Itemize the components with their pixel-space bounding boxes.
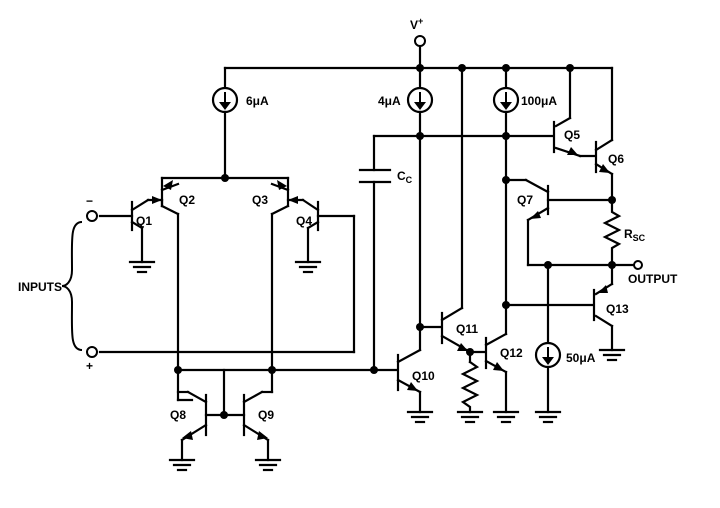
plus-sign: + bbox=[86, 359, 93, 373]
junction bbox=[220, 411, 228, 419]
transistor-label-q1: Q1 bbox=[136, 214, 152, 228]
transistor-label-q10: Q10 bbox=[412, 369, 435, 383]
vplus-label: V+ bbox=[410, 16, 423, 32]
q13-emitter-arrow bbox=[598, 285, 608, 293]
junction bbox=[544, 261, 552, 269]
junction bbox=[502, 301, 510, 309]
junction bbox=[416, 64, 424, 72]
label-4ua: 4μA bbox=[378, 94, 401, 108]
ground-q10 bbox=[406, 410, 434, 424]
transistor-label-q3: Q3 bbox=[252, 193, 268, 207]
gain-stage bbox=[372, 66, 508, 414]
junction bbox=[608, 261, 616, 269]
ground-q9 bbox=[254, 458, 282, 472]
inputs-label: INPUTS bbox=[18, 280, 62, 294]
output-label: OUTPUT bbox=[628, 272, 678, 286]
diff-pair-wiring bbox=[98, 176, 356, 372]
label-6ua: 6μA bbox=[246, 94, 269, 108]
junction bbox=[416, 132, 424, 140]
current-source-50ua bbox=[534, 263, 562, 414]
minus-sign: − bbox=[86, 194, 93, 208]
transistor-label-q13: Q13 bbox=[606, 302, 629, 316]
ground-q13 bbox=[598, 348, 626, 362]
junction bbox=[416, 323, 424, 331]
q2-emitter-arrow bbox=[163, 180, 173, 190]
junction bbox=[174, 366, 182, 374]
ground-q4 bbox=[294, 260, 322, 274]
junction bbox=[458, 64, 466, 72]
q6-emitter-arrow bbox=[599, 164, 610, 173]
q11-emitter-arrow bbox=[457, 343, 468, 351]
junction bbox=[268, 366, 276, 374]
transistor-label-q7: Q7 bbox=[517, 193, 533, 207]
junction bbox=[466, 348, 474, 356]
junction bbox=[502, 64, 510, 72]
transistor-label-q6: Q6 bbox=[608, 152, 624, 166]
q8-emitter-arrow bbox=[182, 431, 193, 440]
inverting-input-terminal[interactable] bbox=[86, 210, 98, 222]
transistor-label-q5: Q5 bbox=[564, 128, 580, 142]
noninverting-input-terminal[interactable] bbox=[86, 346, 98, 358]
junction bbox=[608, 196, 616, 204]
cc-label: CC bbox=[397, 169, 413, 185]
ground-resistor bbox=[456, 410, 484, 424]
output-terminal[interactable] bbox=[633, 260, 643, 270]
transistor-label-q9: Q9 bbox=[258, 408, 274, 422]
q4-emitter-arrow bbox=[288, 196, 298, 204]
current-source-6ua bbox=[211, 66, 239, 180]
q3-emitter-arrow bbox=[277, 180, 287, 190]
junction bbox=[502, 176, 510, 184]
compensation-capacitor bbox=[358, 134, 508, 372]
transistor-label-q4: Q4 bbox=[296, 214, 312, 228]
q9-emitter-arrow bbox=[257, 431, 268, 440]
current-source-100ua bbox=[492, 66, 520, 307]
q5-emitter-arrow bbox=[567, 147, 578, 155]
ground-q1 bbox=[128, 260, 156, 274]
ground-q8 bbox=[168, 458, 196, 472]
q7-emitter-arrow bbox=[530, 211, 541, 219]
label-100ua: 100μA bbox=[521, 94, 557, 108]
label-50ua: 50μA bbox=[566, 351, 596, 365]
q12-emitter-arrow bbox=[493, 362, 504, 371]
input-brace bbox=[61, 221, 83, 351]
q10-emitter-arrow bbox=[407, 382, 418, 391]
mirror-q8-q9 bbox=[176, 368, 376, 462]
junction bbox=[221, 174, 229, 182]
current-source-4ua bbox=[406, 66, 434, 329]
transistor-label-q2: Q2 bbox=[179, 193, 195, 207]
transistor-label-q8: Q8 bbox=[170, 408, 186, 422]
ground-50ua bbox=[534, 410, 562, 424]
junction bbox=[566, 64, 574, 72]
junction bbox=[502, 132, 510, 140]
q1-emitter-arrow bbox=[152, 196, 162, 204]
transistor-label-q12: Q12 bbox=[500, 346, 523, 360]
transistor-label-q11: Q11 bbox=[456, 322, 478, 336]
rsc-label: RSC bbox=[624, 227, 646, 243]
vplus-terminal bbox=[414, 35, 426, 47]
ground-q12 bbox=[492, 410, 520, 424]
